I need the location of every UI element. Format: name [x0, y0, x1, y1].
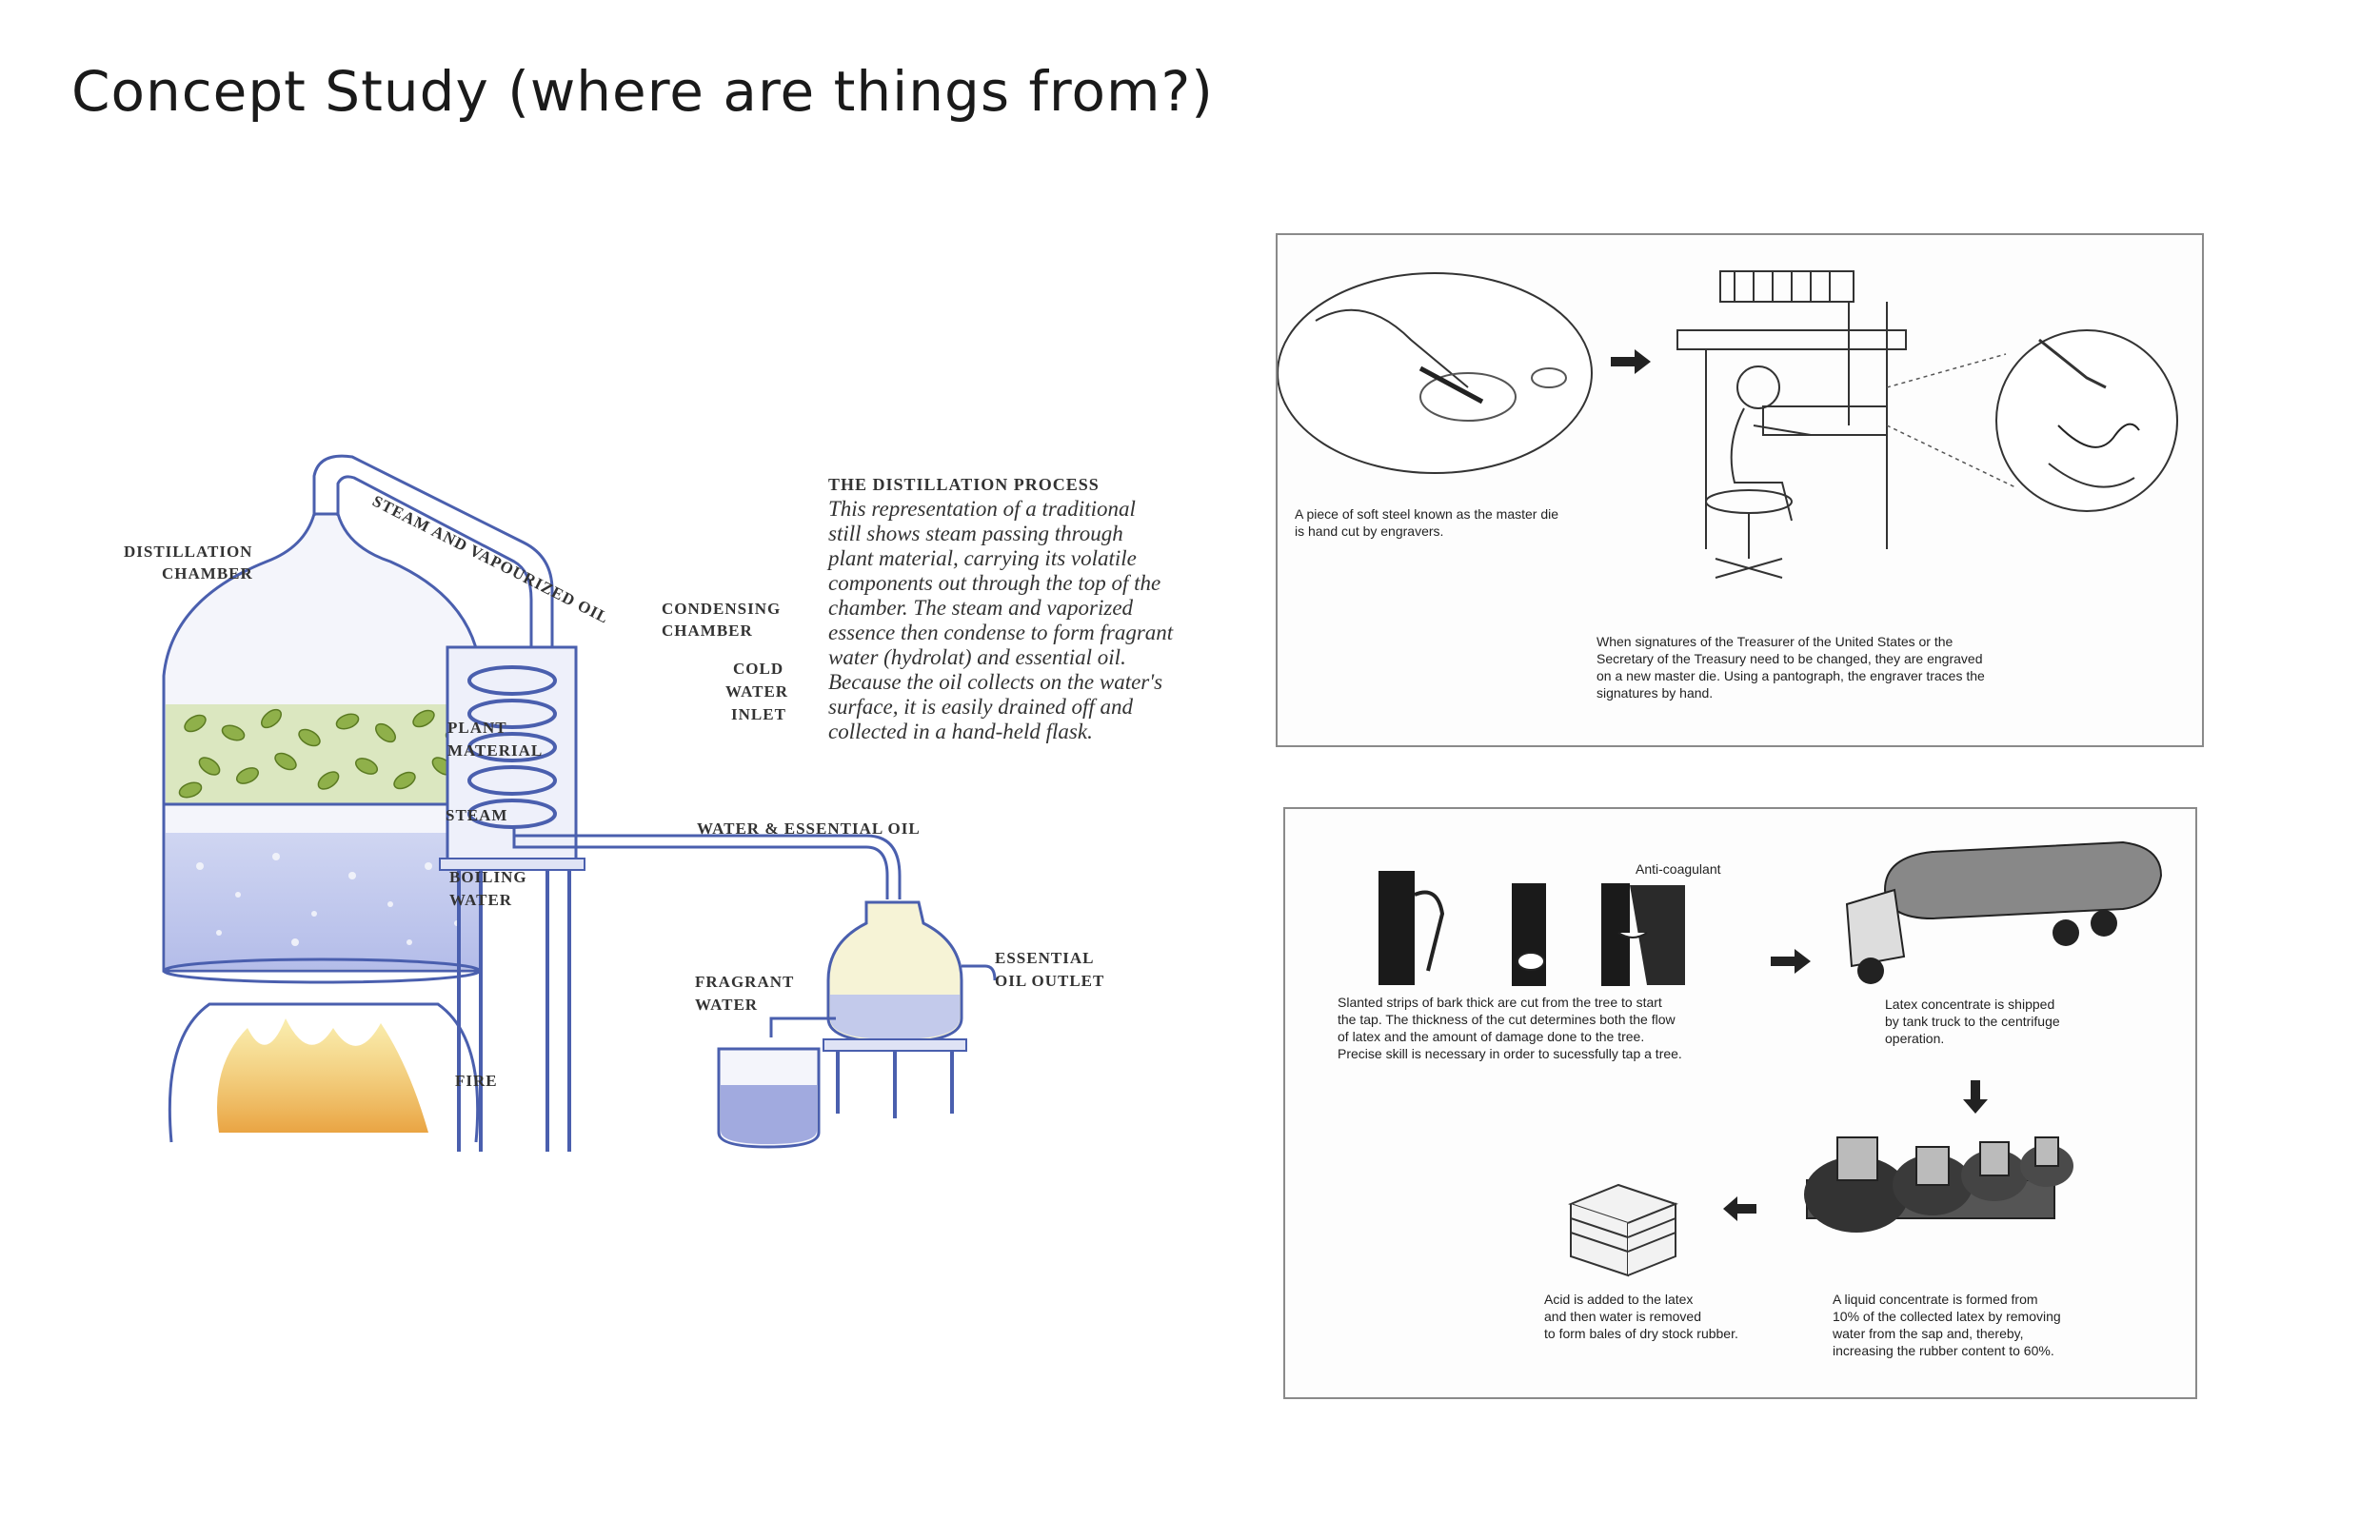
tank-truck [1845, 840, 2163, 984]
svg-text:still shows steam passing thro: still shows steam passing through [828, 522, 1123, 545]
rubber-panel: Anti-coagulant Slanted strips of bark th… [1283, 807, 2197, 1399]
caption-tapping-3: of latex and the amount of damage done t… [1338, 1029, 1644, 1044]
svg-text:surface, it is easily drained: surface, it is easily drained off and [828, 695, 1134, 719]
rubber-bales [1568, 1183, 1678, 1277]
fire [168, 1002, 480, 1143]
engraving-panel: A piece of soft steel known as the maste… [1276, 233, 2204, 747]
label-essential-2: OIL OUTLET [995, 972, 1104, 990]
svg-text:collected in a hand-held flask: collected in a hand-held flask. [828, 720, 1093, 743]
centrifuges [1804, 1136, 2073, 1233]
distillation-heading: THE DISTILLATION PROCESS [828, 475, 1100, 494]
caption-tapping-4: Precise skill is necessary in order to s… [1338, 1046, 1682, 1061]
caption-truck-3: operation. [1885, 1031, 1944, 1046]
engraver-workstation [1676, 270, 1907, 579]
label-water-oil: WATER & ESSENTIAL OIL [697, 819, 921, 838]
caption-signatures-2: Secretary of the Treasury need to be cha… [1597, 651, 1982, 666]
label-fragrant-2: WATER [695, 996, 758, 1014]
label-cold-2: WATER [725, 682, 788, 701]
label-plant-1: PLANT [447, 719, 507, 737]
label-boiling-2: WATER [449, 891, 512, 909]
arrow-right-icon [1611, 349, 1651, 374]
caption-acid-1: Acid is added to the latex [1544, 1292, 1693, 1307]
svg-text:chamber. The steam and vaporiz: chamber. The steam and vaporized [828, 596, 1134, 620]
vapour-pipe [312, 454, 554, 647]
boiling-water-layer [166, 833, 480, 969]
caption-signatures-4: signatures by hand. [1597, 685, 1713, 701]
tree-tapping-steps [1378, 871, 1685, 986]
caption-acid-2: and then water is removed [1544, 1309, 1701, 1324]
label-condensing-2: CHAMBER [662, 622, 753, 640]
label-fire: FIRE [455, 1072, 498, 1090]
svg-text:Because the oil collects on th: Because the oil collects on the water's [828, 670, 1162, 694]
svg-text:This representation of a tradi: This representation of a traditional [828, 497, 1136, 521]
caption-master-die-2: is hand cut by engravers. [1295, 523, 1443, 539]
distillation-description: This representation of a traditional sti… [826, 497, 1174, 743]
caption-acid-3: to form bales of dry stock rubber. [1544, 1326, 1738, 1341]
caption-truck-2: by tank truck to the centrifuge [1885, 1014, 2060, 1029]
svg-text:essence then condense to form: essence then condense to form fragrant [828, 621, 1174, 644]
separator-flask [769, 900, 997, 1118]
distillation-diagram: DISTILLATION CHAMBER STEAM AND VAPOURIZE… [124, 454, 1174, 1152]
caption-signatures-3: on a new master die. Using a pantograph,… [1597, 668, 1985, 683]
svg-text:components out through the top: components out through the top of the [828, 571, 1160, 595]
label-plant-2: MATERIAL [447, 741, 543, 760]
caption-liquid-4: increasing the rubber content to 60%. [1833, 1343, 2054, 1358]
caption-liquid-3: water from the sap and, thereby, [1832, 1326, 2024, 1341]
signature-circle [1995, 329, 2178, 512]
svg-text:plant material, carrying its v: plant material, carrying its volatile [826, 546, 1137, 570]
label-fragrant-1: FRAGRANT [695, 973, 794, 991]
caption-tapping-1: Slanted strips of bark thick are cut fro… [1338, 995, 1662, 1010]
arrow-right-icon [1771, 949, 1811, 974]
label-cold-3: INLET [731, 705, 786, 723]
page-title: Concept Study (where are things from?) [71, 59, 1214, 124]
rubber-illustration: Anti-coagulant Slanted strips of bark th… [1338, 840, 2163, 1358]
caption-master-die-1: A piece of soft steel known as the maste… [1295, 506, 1558, 522]
caption-liquid-2: 10% of the collected latex by removing [1833, 1309, 2061, 1324]
engraving-illustration: A piece of soft steel known as the maste… [1277, 270, 2178, 701]
svg-text:water (hydrolat) and essential: water (hydrolat) and essential oil. [828, 645, 1126, 669]
caption-liquid-1: A liquid concentrate is formed from [1833, 1292, 2038, 1307]
label-essential-1: ESSENTIAL [995, 949, 1094, 967]
label-condensing-1: CONDENSING [662, 600, 781, 618]
arrow-left-icon [1723, 1196, 1756, 1221]
label-distillation-1: DISTILLATION [124, 543, 252, 561]
caption-tapping-2: the tap. The thickness of the cut determ… [1338, 1012, 1676, 1027]
caption-signatures-1: When signatures of the Treasurer of the … [1597, 634, 1954, 649]
condensing-chamber [439, 645, 902, 1152]
master-die-oval [1277, 272, 1593, 474]
label-cold-1: COLD [733, 660, 783, 678]
arrow-down-icon [1963, 1080, 1988, 1114]
caption-truck-1: Latex concentrate is shipped [1885, 997, 2054, 1012]
label-distillation-2: CHAMBER [162, 564, 253, 582]
distillation-chamber [162, 512, 483, 984]
label-steam: STEAM [446, 806, 507, 824]
fragrant-water-jar [717, 1047, 821, 1149]
label-boiling-1: BOILING [449, 868, 527, 886]
label-anticoagulant: Anti-coagulant [1636, 861, 1721, 877]
